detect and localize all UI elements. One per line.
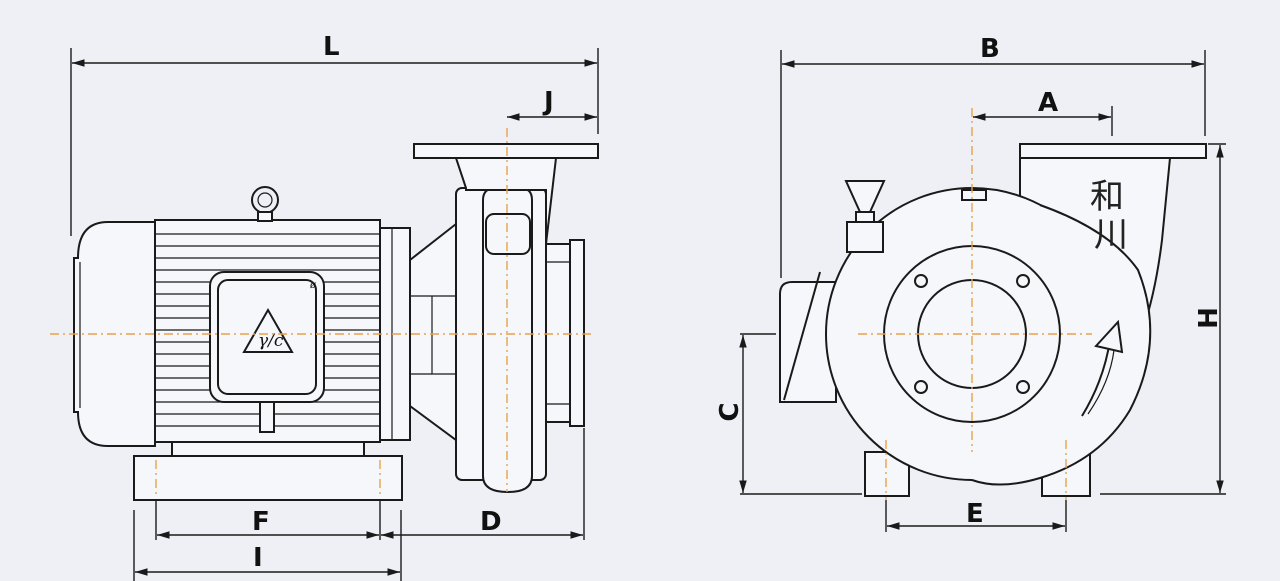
motor-plate-label: γ/c <box>258 331 284 351</box>
warning-triangle-icon <box>242 307 294 353</box>
priming-funnel <box>844 180 886 253</box>
bearing-bracket <box>409 221 457 442</box>
dimension-label-L: L <box>323 32 340 62</box>
dimension-label-A: A <box>1038 88 1058 118</box>
suction-flange-side <box>569 239 585 427</box>
discharge-flange-top <box>1019 143 1207 159</box>
motor-cap-profile <box>779 281 837 403</box>
flange-bolt-holes <box>914 274 1030 394</box>
front-view-dimensions: B A H C E <box>715 34 1226 532</box>
dimension-label-H: H <box>1194 307 1224 329</box>
dimension-label-E: E <box>966 499 984 529</box>
volute-outline <box>971 204 1152 486</box>
side-view: γ/c ø <box>50 128 599 501</box>
terminal-box: γ/c ø <box>209 271 325 433</box>
lifting-eye <box>251 186 279 222</box>
dimension-label-B: B <box>980 34 1000 64</box>
dimension-label-I: I <box>253 543 263 573</box>
side-view-dimensions: L J F D I <box>70 32 599 581</box>
dimension-label-J: J <box>542 87 554 117</box>
motor-base <box>133 455 403 501</box>
casing-lug <box>961 189 987 201</box>
svg-text:ø: ø <box>309 280 317 291</box>
brand-char-chuan: 川 <box>1094 215 1128 255</box>
discharge-flange-side <box>413 143 599 159</box>
dimension-label-F: F <box>252 507 270 537</box>
front-view: 和 川 <box>779 108 1207 500</box>
dimension-label-D: D <box>480 507 502 537</box>
dimension-label-C: C <box>715 402 745 421</box>
suction-collar <box>545 243 571 423</box>
brand-char-he: 和 <box>1090 177 1124 217</box>
